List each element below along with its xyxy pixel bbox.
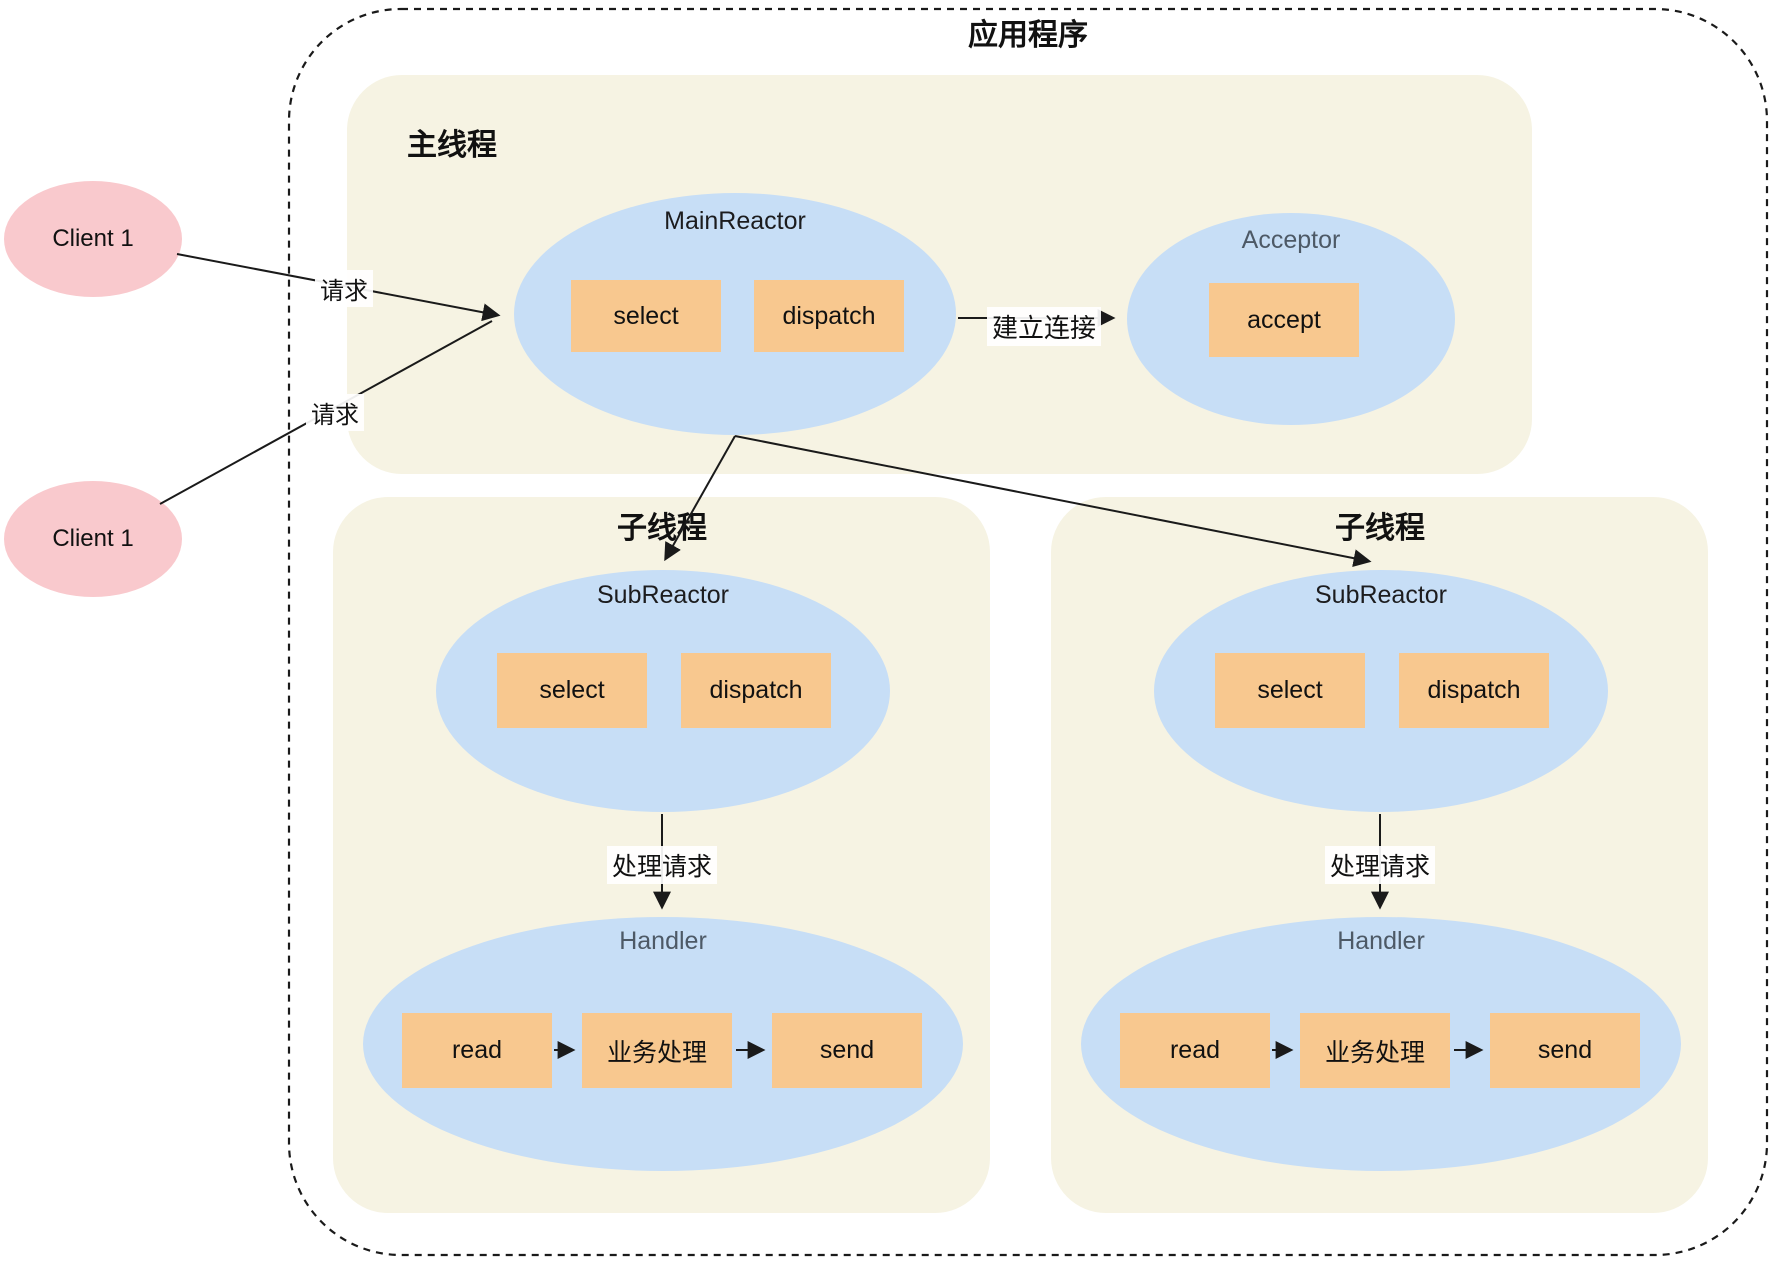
client-label-bottom: Client 1 xyxy=(52,525,134,552)
acceptor-label: Acceptor xyxy=(1241,226,1341,254)
sub-reactor-dispatch-box-right: dispatch xyxy=(1399,653,1549,728)
main-reactor-select-box: select xyxy=(571,280,721,352)
request-label-bottom: 请求 xyxy=(306,394,364,431)
establish-connection-label: 建立连接 xyxy=(986,307,1102,346)
handler-read-box-left: read xyxy=(402,1013,552,1088)
main-reactor-dispatch-box: dispatch xyxy=(754,280,904,352)
handler-label-right: Handler xyxy=(1337,927,1425,955)
sub-reactor-label-left: SubReactor xyxy=(596,581,730,609)
diagram-title: 应用程序 xyxy=(968,19,1088,52)
main-reactor-label: MainReactor xyxy=(664,207,806,235)
handler-send-box-left: send xyxy=(772,1013,922,1088)
sub-reactor-label-right: SubReactor xyxy=(1314,581,1448,609)
client-label-top: Client 1 xyxy=(52,225,134,252)
sub-reactor-select-box-left: select xyxy=(497,653,647,728)
handle-request-label-right: 处理请求 xyxy=(1324,846,1436,884)
client-ellipse-bottom: Client 1 xyxy=(4,481,182,597)
handler-business-box-left: 业务处理 xyxy=(582,1013,732,1088)
handler-send-box-right: send xyxy=(1490,1013,1640,1088)
sub-thread-label-left: 子线程 xyxy=(617,512,707,545)
handler-business-box-right: 业务处理 xyxy=(1300,1013,1450,1088)
handler-label-left: Handler xyxy=(619,927,707,955)
sub-thread-label-right: 子线程 xyxy=(1335,512,1425,545)
handle-request-label-left: 处理请求 xyxy=(606,846,718,884)
handler-read-box-right: read xyxy=(1120,1013,1270,1088)
client-ellipse-top: Client 1 xyxy=(4,181,182,297)
request-label-top: 请求 xyxy=(315,270,373,307)
sub-reactor-dispatch-box-left: dispatch xyxy=(681,653,831,728)
main-thread-label: 主线程 xyxy=(407,129,497,162)
sub-reactor-select-box-right: select xyxy=(1215,653,1365,728)
acceptor-accept-box: accept xyxy=(1209,283,1359,357)
